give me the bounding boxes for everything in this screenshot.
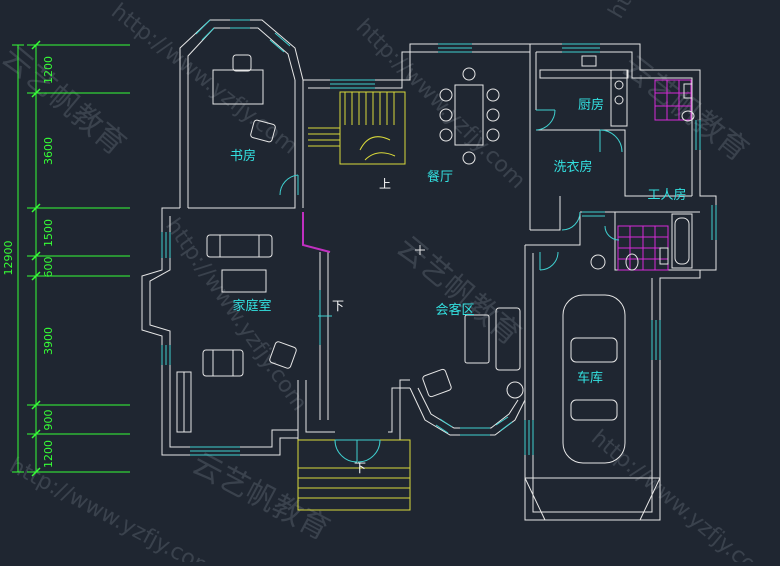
watermark-site: http://www.yzfjy.com bbox=[5, 453, 219, 562]
wall-openings bbox=[302, 212, 331, 253]
dim-label-1: 1200 bbox=[42, 56, 55, 84]
room-label-study: 书房 bbox=[230, 148, 256, 164]
stair-markers: 上 下 下 bbox=[332, 177, 391, 475]
stair-up-label: 上 bbox=[379, 177, 391, 191]
watermark-site: http://www.yzfjy.com bbox=[106, 0, 302, 159]
dim-label-5: 3900 bbox=[42, 327, 55, 355]
windows bbox=[161, 19, 717, 456]
dim-label-2: 3600 bbox=[42, 137, 55, 165]
watermark-site: http://www.yzfjy.com bbox=[160, 214, 312, 416]
watermark-brand: 云艺帆教育 bbox=[0, 39, 132, 162]
entry-steps bbox=[297, 439, 411, 511]
room-labels: 书房 餐厅 厨房 洗衣房 工人房 家庭室 会客区 车库 bbox=[230, 97, 687, 386]
dimension-labels: 1200 3600 1500 600 3900 900 1200 12900 bbox=[2, 56, 55, 468]
room-label-garage: 车库 bbox=[577, 370, 603, 386]
dim-total: 12900 bbox=[2, 241, 15, 276]
doors bbox=[279, 109, 623, 463]
room-label-maid: 工人房 bbox=[647, 187, 686, 203]
watermark-brand: 云艺帆教育 bbox=[615, 49, 755, 169]
dimension-chain bbox=[12, 40, 130, 477]
room-label-reception: 会客区 bbox=[435, 302, 474, 318]
watermark-site: http://www.yzfjy.com bbox=[586, 425, 777, 562]
dim-label-6: 900 bbox=[42, 410, 55, 431]
room-label-family: 家庭室 bbox=[232, 298, 271, 314]
watermark-brand: 云艺帆教育 bbox=[186, 446, 335, 547]
stair-down-label-entry: 下 bbox=[354, 461, 366, 475]
watermark-brand: 云艺帆教育 bbox=[390, 229, 527, 352]
main-staircase bbox=[308, 91, 406, 165]
room-label-laundry: 洗衣房 bbox=[553, 159, 592, 175]
dim-label-3: 1500 bbox=[42, 219, 55, 247]
room-label-kitchen: 厨房 bbox=[578, 97, 604, 113]
dim-label-4: 600 bbox=[42, 257, 55, 278]
stair-down-label-inner: 下 bbox=[332, 299, 344, 313]
watermark-site: http://www.yzfjy.com bbox=[604, 0, 740, 23]
dim-label-7: 1200 bbox=[42, 440, 55, 468]
furniture bbox=[176, 54, 695, 521]
watermark-site: http://www.yzfjy.com bbox=[351, 15, 530, 194]
room-label-dining: 餐厅 bbox=[427, 169, 453, 185]
